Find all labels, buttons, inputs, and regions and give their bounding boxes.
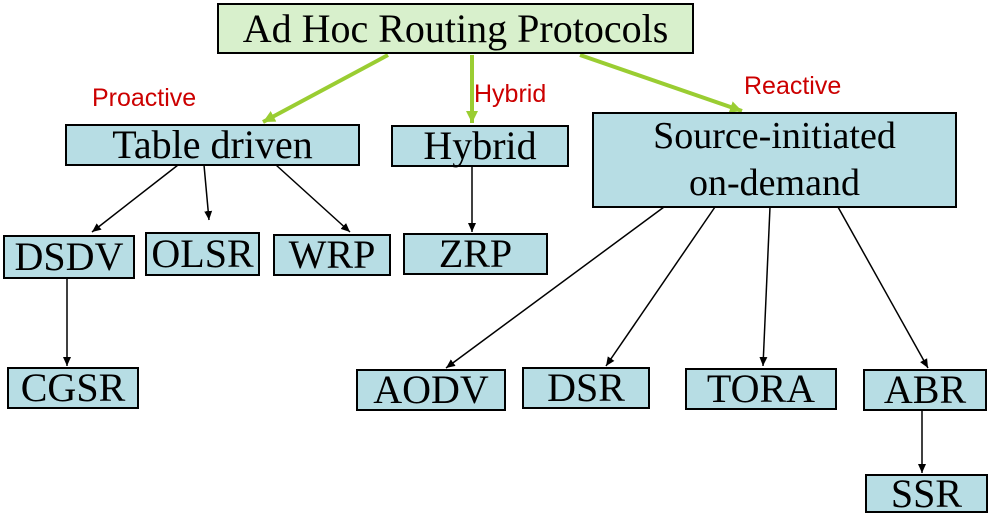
cgsr-label: CGSR: [20, 365, 126, 410]
cgsr-node: CGSR: [7, 367, 139, 409]
hybrid-node: Hybrid: [391, 125, 569, 167]
zrp-label: ZRP: [438, 231, 513, 276]
root-label: Ad Hoc Routing Protocols: [242, 5, 669, 51]
source-initiated-line2: on-demand: [689, 162, 860, 204]
arrow-source-to-abr: [837, 206, 929, 369]
wrp-node: WRP: [273, 234, 391, 276]
arrow-root-to-source-initiated: [579, 53, 743, 113]
root-node: Ad Hoc Routing Protocols: [217, 3, 694, 54]
source-initiated-line1: Source-initiated: [653, 114, 896, 157]
dsdv-label: DSDV: [14, 234, 124, 279]
wrp-label: WRP: [288, 232, 376, 277]
hybrid-box-label: Hybrid: [423, 123, 537, 168]
tora-node: TORA: [685, 368, 837, 410]
olsr-node: OLSR: [145, 232, 260, 276]
arrow-root-to-table-driven: [262, 53, 389, 124]
table-driven-label: Table driven: [112, 122, 313, 167]
abr-label: ABR: [883, 367, 967, 412]
table-driven-node: Table driven: [65, 124, 360, 166]
aodv-label: AODV: [373, 367, 489, 412]
zrp-node: ZRP: [403, 233, 548, 275]
dsdv-node: DSDV: [3, 235, 135, 279]
arrow-source-to-dsr: [605, 206, 716, 367]
arrow-source-to-tora: [759, 206, 771, 367]
proactive-label: Proactive: [92, 84, 197, 112]
arrow-table-to-wrp: [275, 164, 351, 233]
tora-label: TORA: [706, 366, 816, 411]
ssr-node: SSR: [865, 470, 988, 516]
hybrid-label: Hybrid: [474, 80, 547, 108]
aodv-node: AODV: [356, 369, 506, 411]
ssr-label: SSR: [890, 470, 963, 516]
source-initiated-node: Source-initiated on-demand: [592, 112, 957, 208]
arrow-table-to-dsdv: [91, 164, 179, 233]
dsr-label: DSR: [547, 365, 625, 410]
reactive-label: Reactive: [744, 72, 842, 100]
arrow-source-to-aodv: [445, 206, 665, 369]
olsr-label: OLSR: [151, 231, 254, 276]
abr-node: ABR: [863, 369, 987, 411]
arrow-table-to-olsr: [203, 164, 213, 221]
dsr-node: DSR: [522, 367, 650, 409]
